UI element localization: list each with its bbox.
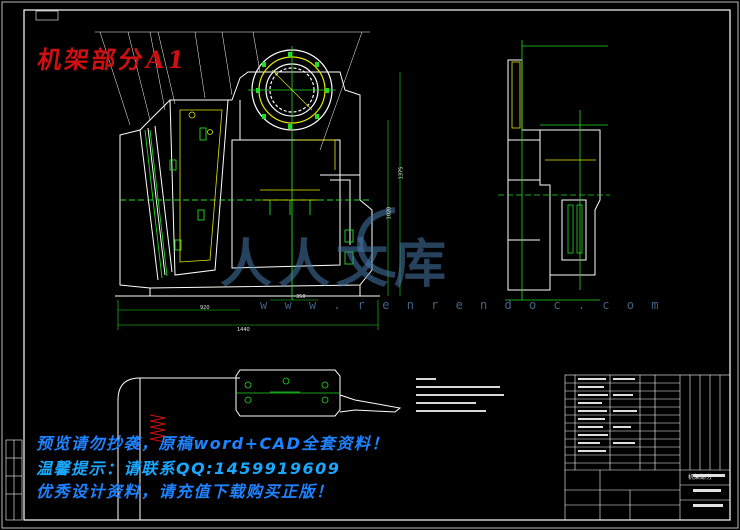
drawing-number-box <box>35 10 59 21</box>
bearing-bolts <box>256 52 329 129</box>
main-view-yellow-details <box>179 109 336 263</box>
dim-height: 1375 <box>398 166 405 180</box>
watermark-logo <box>356 207 396 278</box>
title-block <box>564 374 731 521</box>
bottom-view-red-spring <box>149 414 166 443</box>
bottom-view-green-details <box>236 377 340 404</box>
dim-overall-width: 1440 <box>237 327 250 333</box>
main-view-frame <box>115 71 380 297</box>
watermark-text: 人人文库 <box>220 234 453 295</box>
side-view-yellow-details <box>511 61 596 161</box>
watermark-url: w w w . r e n r e n d o c . c o m <box>260 298 664 312</box>
bearing-housing <box>248 46 336 134</box>
promo-line-1: 预览请勿抄袭，原稿word+CAD全套资料！ <box>36 434 389 453</box>
title-block-name: 机架部分 <box>688 474 713 481</box>
promo-line-3: 优秀设计资料，请充值下载购买正版！ <box>36 482 334 501</box>
left-margin-blocks <box>5 439 23 521</box>
dim-slot: 350 <box>296 294 306 300</box>
title-block-text-marks <box>578 378 725 507</box>
main-view-dimensions <box>117 72 401 330</box>
inner-frame <box>23 9 731 521</box>
drawing-title: 机架部分A1 <box>35 45 190 74</box>
promo-line-2: 温馨提示：请联系QQ:1459919609 <box>36 459 341 478</box>
leader-lines <box>95 31 370 151</box>
bottom-view-frame <box>117 369 402 520</box>
dim-height-2: 1020 <box>386 206 393 220</box>
technical-notes <box>416 378 504 412</box>
dim-base-length: 920 <box>200 305 210 311</box>
main-view-green-details <box>120 127 372 300</box>
side-view-green-details <box>498 40 610 301</box>
